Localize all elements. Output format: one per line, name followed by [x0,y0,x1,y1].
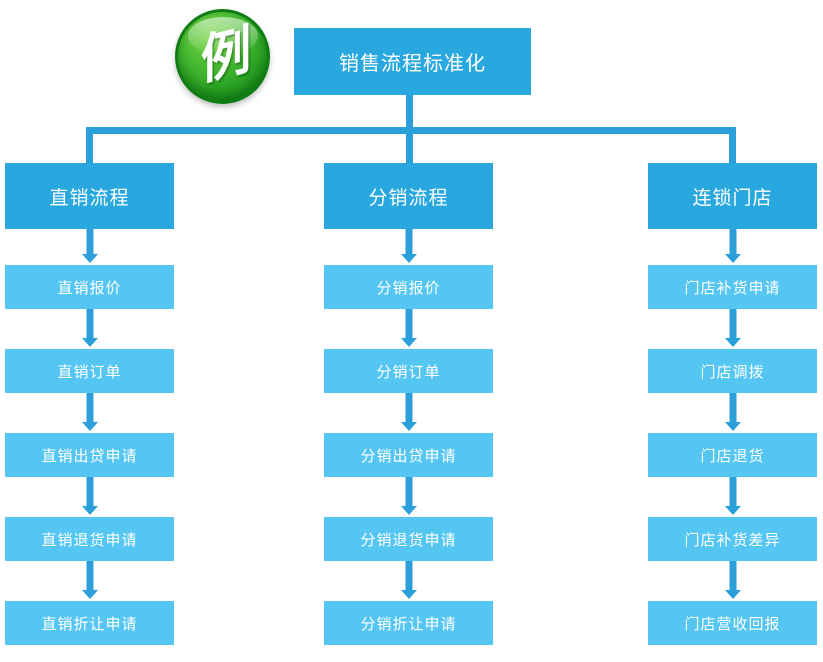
column-chain-stores: 连锁门店 门店补货申请 门店调拨 门店退货 门店补货差异 门店营收回报 [648,163,817,645]
arrow-head [81,254,98,263]
arrow-down-icon [5,393,174,433]
arrow-down-icon [648,229,817,265]
column-distribution: 分销流程 分销报价 分销订单 分销出贷申请 分销退货申请 分销折让申请 [324,163,493,645]
arrow-head [724,254,741,263]
arrow-line [86,229,93,255]
arrow-head [724,590,741,599]
arrow-head [400,506,417,515]
column-direct-sales: 直销流程 直销报价 直销订单 直销出贷申请 直销退货申请 直销折让申请 [5,163,174,645]
connector-stub-right [729,134,736,163]
flow-node: 直销订单 [5,349,174,393]
example-badge: 例 [175,9,270,104]
arrow-line [405,229,412,255]
column-header-node: 分销流程 [324,163,493,229]
flow-node: 分销折让申请 [324,601,493,645]
arrow-down-icon [648,393,817,433]
arrow-line [86,393,93,423]
flow-node: 直销折让申请 [5,601,174,645]
arrow-head [400,590,417,599]
arrow-line [405,309,412,339]
arrow-line [729,229,736,255]
arrow-line [86,309,93,339]
connector-stub-middle [406,134,413,163]
flow-node: 分销订单 [324,349,493,393]
connector-root-stub [406,95,413,127]
flow-node: 门店补货差异 [648,517,817,561]
connector-horizontal-line [86,127,736,134]
arrow-down-icon [324,393,493,433]
arrow-line [405,393,412,423]
flow-node: 分销报价 [324,265,493,309]
arrow-down-icon [324,477,493,517]
column-header-node: 直销流程 [5,163,174,229]
connector-stub-left [86,134,93,163]
flow-node: 直销出贷申请 [5,433,174,477]
flow-node: 直销报价 [5,265,174,309]
arrow-down-icon [5,561,174,601]
arrow-head [81,590,98,599]
arrow-line [86,561,93,591]
flow-node: 门店退货 [648,433,817,477]
arrow-line [405,477,412,507]
arrow-line [729,309,736,339]
arrow-down-icon [648,561,817,601]
arrow-line [729,561,736,591]
arrow-down-icon [648,309,817,349]
flow-node: 门店调拨 [648,349,817,393]
flow-node: 分销退货申请 [324,517,493,561]
arrow-head [724,422,741,431]
arrow-down-icon [5,309,174,349]
arrow-head [81,506,98,515]
root-node: 销售流程标准化 [294,28,531,95]
arrow-down-icon [324,229,493,265]
arrow-head [81,338,98,347]
arrow-down-icon [324,561,493,601]
arrow-line [729,477,736,507]
arrow-down-icon [324,309,493,349]
arrow-line [729,393,736,423]
flow-node: 门店补货申请 [648,265,817,309]
column-header-node: 连锁门店 [648,163,817,229]
arrow-line [405,561,412,591]
flow-node: 直销退货申请 [5,517,174,561]
example-badge-label: 例 [190,22,255,91]
arrow-line [86,477,93,507]
arrow-down-icon [5,229,174,265]
arrow-head [400,422,417,431]
arrow-head [724,506,741,515]
arrow-head [724,338,741,347]
arrow-head [400,254,417,263]
flow-node: 分销出贷申请 [324,433,493,477]
arrow-down-icon [648,477,817,517]
arrow-head [81,422,98,431]
arrow-head [400,338,417,347]
arrow-down-icon [5,477,174,517]
flow-node: 门店营收回报 [648,601,817,645]
